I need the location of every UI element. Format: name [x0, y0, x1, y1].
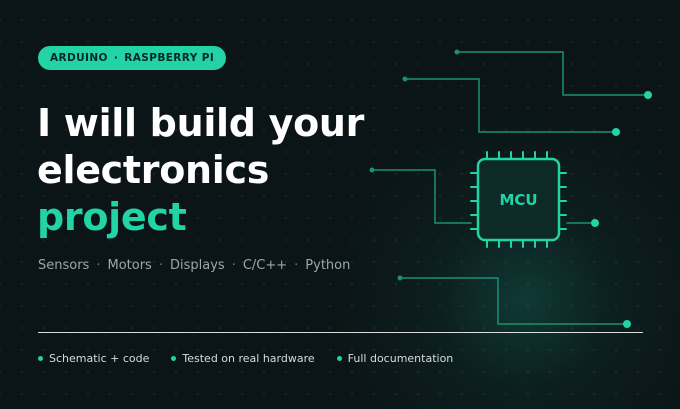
headline-line-3: project	[37, 195, 187, 239]
badge-separator: ·	[113, 52, 119, 64]
trace-end-node	[612, 128, 620, 136]
tech-separator: ·	[231, 258, 236, 273]
feature-label: Full documentation	[347, 352, 454, 365]
feature-label: Tested on real hardware	[182, 352, 315, 365]
bullet-icon	[38, 356, 43, 361]
headline-line-2: electronics	[37, 148, 270, 192]
tech-item-python: Python	[305, 258, 351, 273]
headline: I will build your electronics project	[37, 100, 364, 241]
tech-item-sensors: Sensors	[38, 258, 90, 273]
feature-item: Full documentation	[336, 352, 454, 365]
tech-separator: ·	[294, 258, 299, 273]
trace-end-node	[623, 320, 631, 328]
feature-list: Schematic + code Tested on real hardware…	[38, 352, 453, 365]
bullet-icon	[171, 356, 177, 361]
tech-item-displays: Displays	[169, 258, 225, 273]
mcu-chip	[476, 157, 561, 242]
circuit-trace	[371, 169, 472, 224]
trace-start-node	[454, 49, 460, 55]
trace-start-node	[402, 76, 408, 82]
platform-badge: ARDUINO · RASPBERRY PI	[38, 46, 227, 70]
bullet-icon	[336, 356, 342, 361]
tech-separator: ·	[96, 258, 101, 273]
headline-line-1: I will build your	[37, 101, 365, 145]
tech-list: Sensors · Motors · Displays · C/C++ · Python	[38, 258, 350, 273]
trace-end-node	[644, 91, 652, 99]
trace-start-node	[397, 275, 403, 281]
trace-end-node	[591, 219, 599, 227]
feature-item: Tested on real hardware	[171, 352, 315, 365]
divider	[38, 332, 643, 333]
circuit-trace	[399, 277, 628, 325]
tech-item-motors: Motors	[107, 258, 152, 273]
badge-raspberry-pi: RASPBERRY PI	[124, 52, 215, 64]
feature-label: Schematic + code	[49, 352, 150, 365]
circuit-trace	[404, 78, 617, 133]
tech-separator: ·	[158, 258, 163, 273]
tech-item-cpp: C/C++	[242, 258, 288, 273]
feature-item: Schematic + code	[38, 352, 149, 365]
mcu-chip-label: MCU	[499, 191, 537, 209]
circuit-trace	[456, 51, 649, 96]
badge-arduino: ARDUINO	[50, 52, 108, 64]
trace-start-node	[369, 167, 375, 173]
